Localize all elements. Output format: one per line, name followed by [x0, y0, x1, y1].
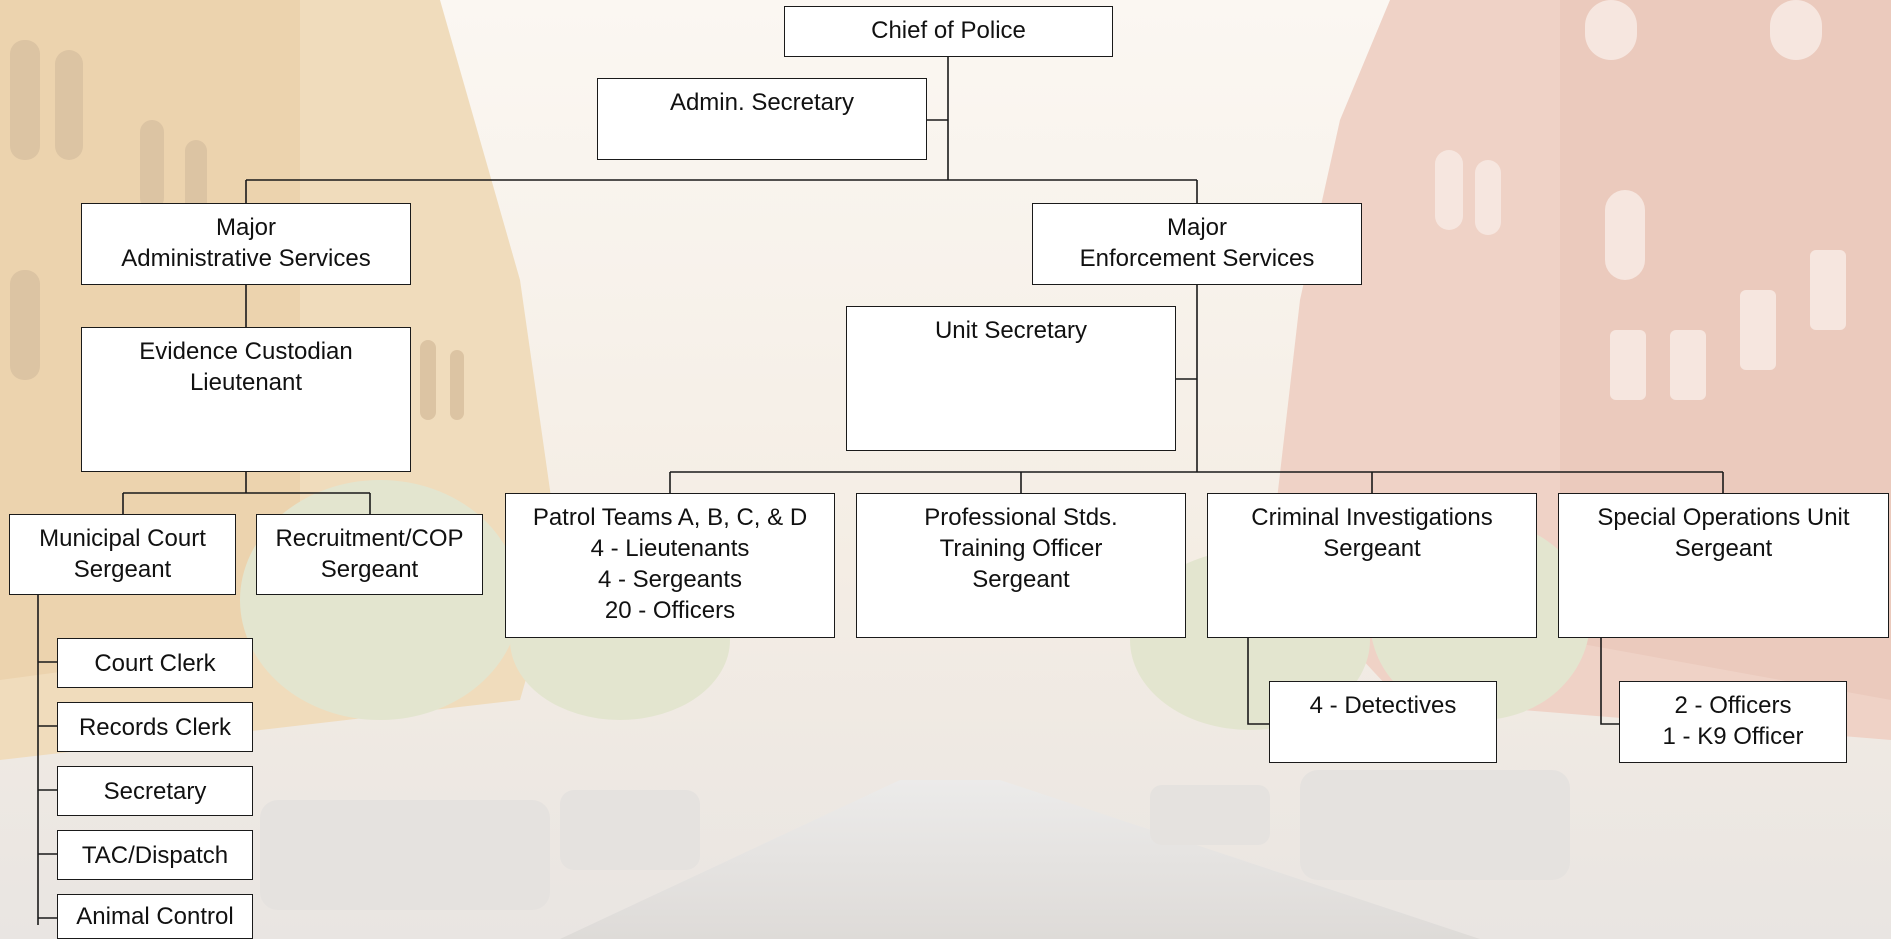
box-text: Training Officer	[939, 535, 1103, 562]
box-text: Animal Control	[76, 903, 234, 930]
box-text: Enforcement Services	[1079, 245, 1315, 272]
box-text: Recruitment/COP	[275, 525, 464, 552]
box-text: Lieutenant	[189, 369, 303, 396]
box-text: 2 - Officers	[1674, 692, 1792, 719]
evidence-custodian-box: Evidence Custodian Lieutenant	[81, 327, 411, 472]
special-ops-officers-box: 2 - Officers 1 - K9 Officer	[1619, 681, 1847, 763]
major-administrative-services-box: Major Administrative Services	[81, 203, 411, 285]
box-text: 20 - Officers	[604, 597, 736, 624]
box-text: Criminal Investigations	[1251, 504, 1493, 531]
box-text: Major	[215, 214, 276, 241]
secretary-box: Secretary	[57, 766, 253, 816]
box-text: Special Operations Unit	[1597, 504, 1850, 531]
box-text: 1 - K9 Officer	[1662, 723, 1804, 750]
major-enforcement-services-box: Major Enforcement Services	[1032, 203, 1362, 285]
box-text: Sergeant	[320, 556, 419, 583]
box-text: Professional Stds.	[924, 504, 1118, 531]
special-operations-box: Special Operations Unit Sergeant	[1558, 493, 1889, 638]
box-text: Sergeant	[1323, 535, 1421, 562]
box-text: Evidence Custodian	[139, 338, 353, 365]
animal-control-box: Animal Control	[57, 894, 253, 939]
tac-dispatch-box: TAC/Dispatch	[57, 830, 253, 880]
box-text: Patrol Teams A, B, C, & D	[532, 504, 808, 531]
court-clerk-box: Court Clerk	[57, 638, 253, 688]
records-clerk-box: Records Clerk	[57, 702, 253, 752]
box-text: 4 - Sergeants	[597, 566, 743, 593]
recruitment-cop-box: Recruitment/COP Sergeant	[256, 514, 483, 595]
box-text: 4 - Lieutenants	[590, 535, 750, 562]
patrol-teams-box: Patrol Teams A, B, C, & D 4 - Lieutenant…	[505, 493, 835, 638]
box-text: Chief of Police	[871, 17, 1026, 44]
box-text: Major	[1166, 214, 1227, 241]
box-text: Court Clerk	[94, 649, 216, 677]
box-text: Administrative Services	[121, 245, 371, 272]
box-text: Admin. Secretary	[669, 89, 855, 116]
box-text: TAC/Dispatch	[81, 841, 229, 869]
box-text: Municipal Court	[39, 525, 206, 552]
admin-secretary-box: Admin. Secretary	[597, 78, 927, 160]
criminal-investigations-box: Criminal Investigations Sergeant	[1207, 493, 1537, 638]
chief-of-police-box: Chief of Police	[784, 6, 1113, 57]
detectives-box: 4 - Detectives	[1269, 681, 1497, 763]
box-text: Sergeant	[972, 566, 1070, 593]
unit-secretary-box: Unit Secretary	[846, 306, 1176, 451]
box-text: 4 - Detectives	[1309, 692, 1457, 719]
municipal-court-box: Municipal Court Sergeant	[9, 514, 236, 595]
box-text: Secretary	[103, 777, 207, 805]
professional-standards-box: Professional Stds. Training Officer Serg…	[856, 493, 1186, 638]
box-text: Unit Secretary	[934, 317, 1088, 344]
box-text: Sergeant	[73, 556, 172, 583]
box-text: Sergeant	[1674, 535, 1773, 562]
box-text: Records Clerk	[78, 713, 232, 741]
